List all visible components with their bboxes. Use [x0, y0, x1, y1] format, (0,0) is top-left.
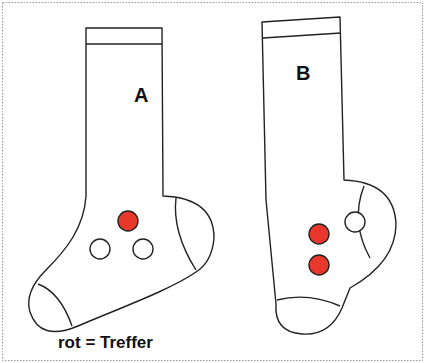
miss-dot: [90, 239, 110, 259]
sock-letter: B: [296, 62, 310, 84]
hit-dot: [118, 211, 138, 231]
sock-letter: A: [134, 84, 148, 106]
miss-dot: [133, 239, 153, 259]
sock-a: [29, 28, 214, 332]
sock-b: [262, 17, 396, 334]
miss-dot: [345, 212, 365, 232]
legend-note: rot = Treffer: [58, 334, 153, 353]
hit-dot: [309, 224, 329, 244]
frame: [3, 3, 423, 361]
hit-dot: [309, 255, 329, 275]
